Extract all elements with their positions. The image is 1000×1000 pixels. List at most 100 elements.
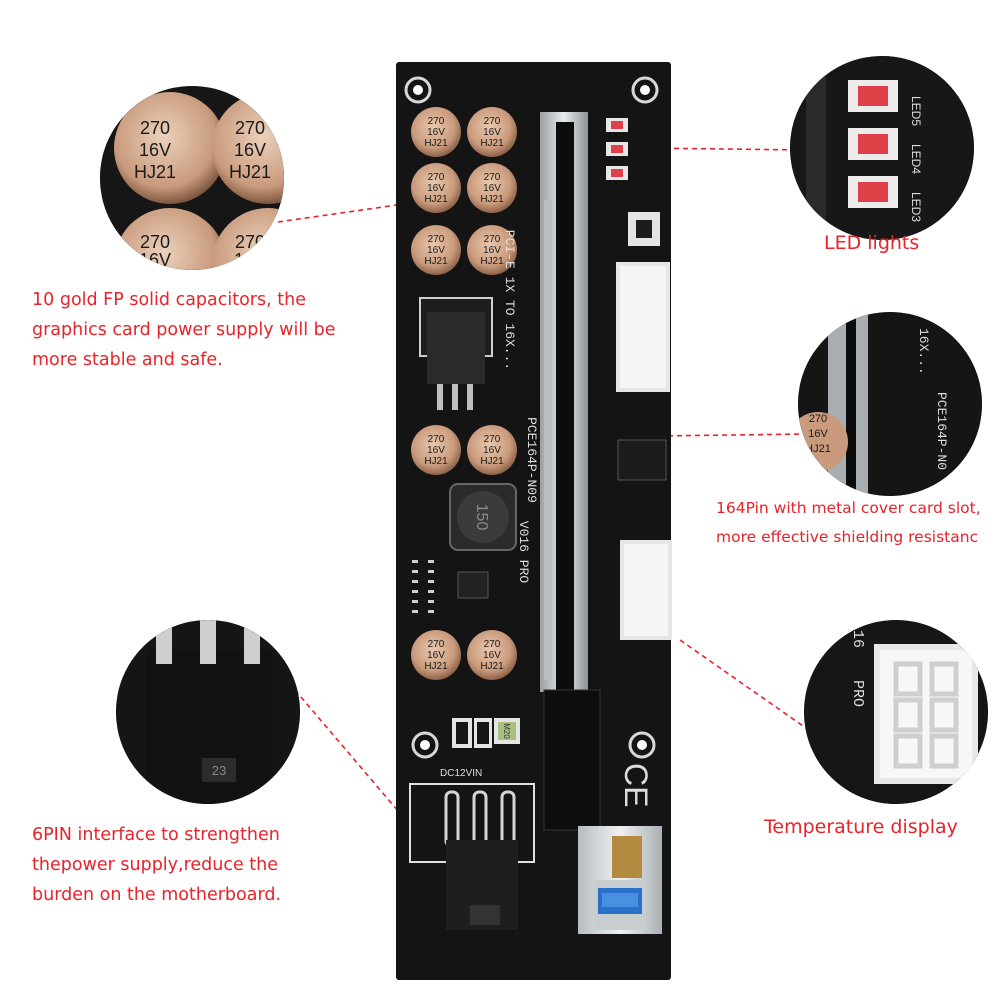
sixpin-callout-text: 6PIN interface to strengthen thepower su… [32, 820, 281, 910]
capacitor-4-text-2: 16V [483, 183, 501, 194]
capacitor-1-text-1: 270 [428, 116, 445, 127]
six-pin-connector [409, 783, 535, 930]
power-label: DC12VIN [440, 768, 482, 779]
capacitor-8-text-3: HJ21 [480, 456, 504, 467]
pcb-body [396, 62, 671, 980]
temperature-display-label: Temperature display [764, 816, 958, 838]
capacitor-callout-line-3: more stable and safe. [32, 350, 223, 370]
sixpin-callout-line-3: burden on the motherboard. [32, 885, 282, 905]
zoom-led3-label: LED3 [909, 192, 923, 222]
capacitor-4-text-1: 270 [484, 172, 501, 183]
capacitor-9 [411, 630, 461, 680]
capacitor-group: 27016VHJ2127016VHJ2127016VHJ2127016VHJ21… [411, 107, 517, 680]
sixpin-zoom-bubble: 23 [116, 620, 300, 804]
capacitor-5 [411, 225, 461, 275]
capacitor-10-text-3: HJ21 [480, 661, 504, 672]
fuse-label: M20 [502, 723, 511, 739]
zoom-slot-silkscreen: PCE164P-N0 [934, 392, 949, 470]
chip-u1 [457, 571, 489, 599]
zoom-cap-text-hj21-b: HJ21 [229, 162, 271, 182]
capacitor-3 [411, 163, 461, 213]
silkscreen-main: PCI-E 1X TO 16X... [502, 230, 517, 370]
zoom-slot-cap-hj21: HJ21 [805, 443, 831, 455]
slot-zoom-bubble: 270 16V HJ21 PCE164P-N0 16X... [798, 312, 982, 496]
slot-latch [543, 689, 601, 831]
zoom-cap-text-270-c: 270 [140, 232, 170, 252]
silkscreen-version: V016 PRO [516, 521, 531, 584]
capacitor-8 [467, 425, 517, 475]
zoom-cap-text-16v-c: 16V [139, 250, 171, 270]
capacitor-callout-text: 10 gold FP solid capacitors, the graphic… [32, 285, 336, 375]
zoom-slot-silkscreen-2: 16X... [916, 328, 931, 375]
capacitor-zoom-bubble: 270 16V HJ21 270 16V HJ21 270 16V 270 16… [100, 86, 284, 270]
status-leds [606, 118, 628, 180]
capacitor-3-text-3: HJ21 [424, 194, 448, 205]
sixpin-callout-line-2: thepower supply,reduce the [32, 855, 279, 875]
led-zoom-bubble: LED5 LED4 LED3 [790, 56, 974, 240]
chip-u4 [617, 439, 667, 481]
sixpin-callout-line-1: 6PIN interface to strengthen [32, 825, 280, 845]
zoom-led5-label: LED5 [909, 96, 923, 126]
zoom-temp-silkscreen: PRO [849, 680, 866, 707]
zoom-leds [848, 80, 898, 208]
capacitor-4-text-3: HJ21 [480, 194, 504, 205]
inductor: 150 [449, 483, 517, 551]
sixpin-leader-line [294, 689, 428, 846]
temperature-zoom-bubble: PRO 16 [804, 620, 988, 804]
capacitor-8-text-1: 270 [484, 434, 501, 445]
zoom-cap-text-16v: 16V [139, 140, 171, 160]
capacitor-callout-line-1: 10 gold FP solid capacitors, the [32, 290, 306, 310]
pcie-slot [540, 112, 588, 692]
capacitor-7-text-2: 16V [427, 445, 445, 456]
zoom-cap-text-16v-d: 16V [234, 250, 266, 270]
capacitor-2-text-3: HJ21 [480, 138, 504, 149]
usb3-connector [578, 826, 662, 934]
zoom-cap-text-270-b: 270 [235, 118, 265, 138]
capacitor-4 [467, 163, 517, 213]
temperature-leader-line [679, 639, 827, 743]
zoom-led4-label: LED4 [909, 144, 923, 174]
capacitor-9-text-1: 270 [428, 639, 445, 650]
inductor-label: 150 [473, 504, 490, 531]
capacitor-3-text-2: 16V [427, 183, 445, 194]
zoom-cap-text-16v-b: 16V [234, 140, 266, 160]
capacitor-callout-line-2: graphics card power supply will be [32, 320, 336, 340]
capacitor-9-text-2: 16V [427, 650, 445, 661]
seven-seg-display-top [616, 262, 670, 392]
capacitor-10-text-2: 16V [483, 650, 501, 661]
capacitor-10-text-1: 270 [484, 639, 501, 650]
ce-mark: CE [618, 763, 654, 807]
voltage-regulator [419, 297, 493, 410]
zoom-slot-cap-16v: 16V [808, 428, 828, 440]
zoom-temp-silkscreen-2: 16 [849, 630, 866, 648]
zoom-cap-text-hj21: HJ21 [134, 162, 176, 182]
led-lights-label: LED lights [824, 232, 920, 254]
mounting-holes [404, 76, 659, 759]
zoom-capacitors [114, 92, 284, 270]
capacitor-1 [411, 107, 461, 157]
capacitor-2-text-2: 16V [483, 127, 501, 138]
capacitor-7-text-3: HJ21 [424, 456, 448, 467]
capacitor-9-text-3: HJ21 [424, 661, 448, 672]
capacitor-1-text-3: HJ21 [424, 138, 448, 149]
capacitor-3-text-1: 270 [428, 172, 445, 183]
capacitor-8-text-2: 16V [483, 445, 501, 456]
capacitor-7-text-1: 270 [428, 434, 445, 445]
capacitor-5-text-2: 16V [427, 245, 445, 256]
zoom-connector-number: 23 [212, 763, 226, 778]
zoom-slot-cap-270: 270 [809, 413, 827, 425]
capacitor-6-text-2: 16V [483, 245, 501, 256]
silkscreen-model: PCE164P-N09 [524, 417, 539, 503]
capacitor-10 [467, 630, 517, 680]
capacitor-6-text-1: 270 [484, 234, 501, 245]
capacitor-1-text-2: 16V [427, 127, 445, 138]
capacitor-6 [467, 225, 517, 275]
capacitor-6-text-3: HJ21 [480, 256, 504, 267]
slot-callout-line-2: more effective shielding resistanc [716, 528, 979, 546]
zoom-cap-text-270-d: 270 [235, 232, 265, 252]
capacitor-2 [467, 107, 517, 157]
zoom-cap-text-270: 270 [140, 118, 170, 138]
slot-callout-text: 164Pin with metal cover card slot, more … [716, 494, 981, 552]
slot-callout-line-1: 164Pin with metal cover card slot, [716, 499, 981, 517]
